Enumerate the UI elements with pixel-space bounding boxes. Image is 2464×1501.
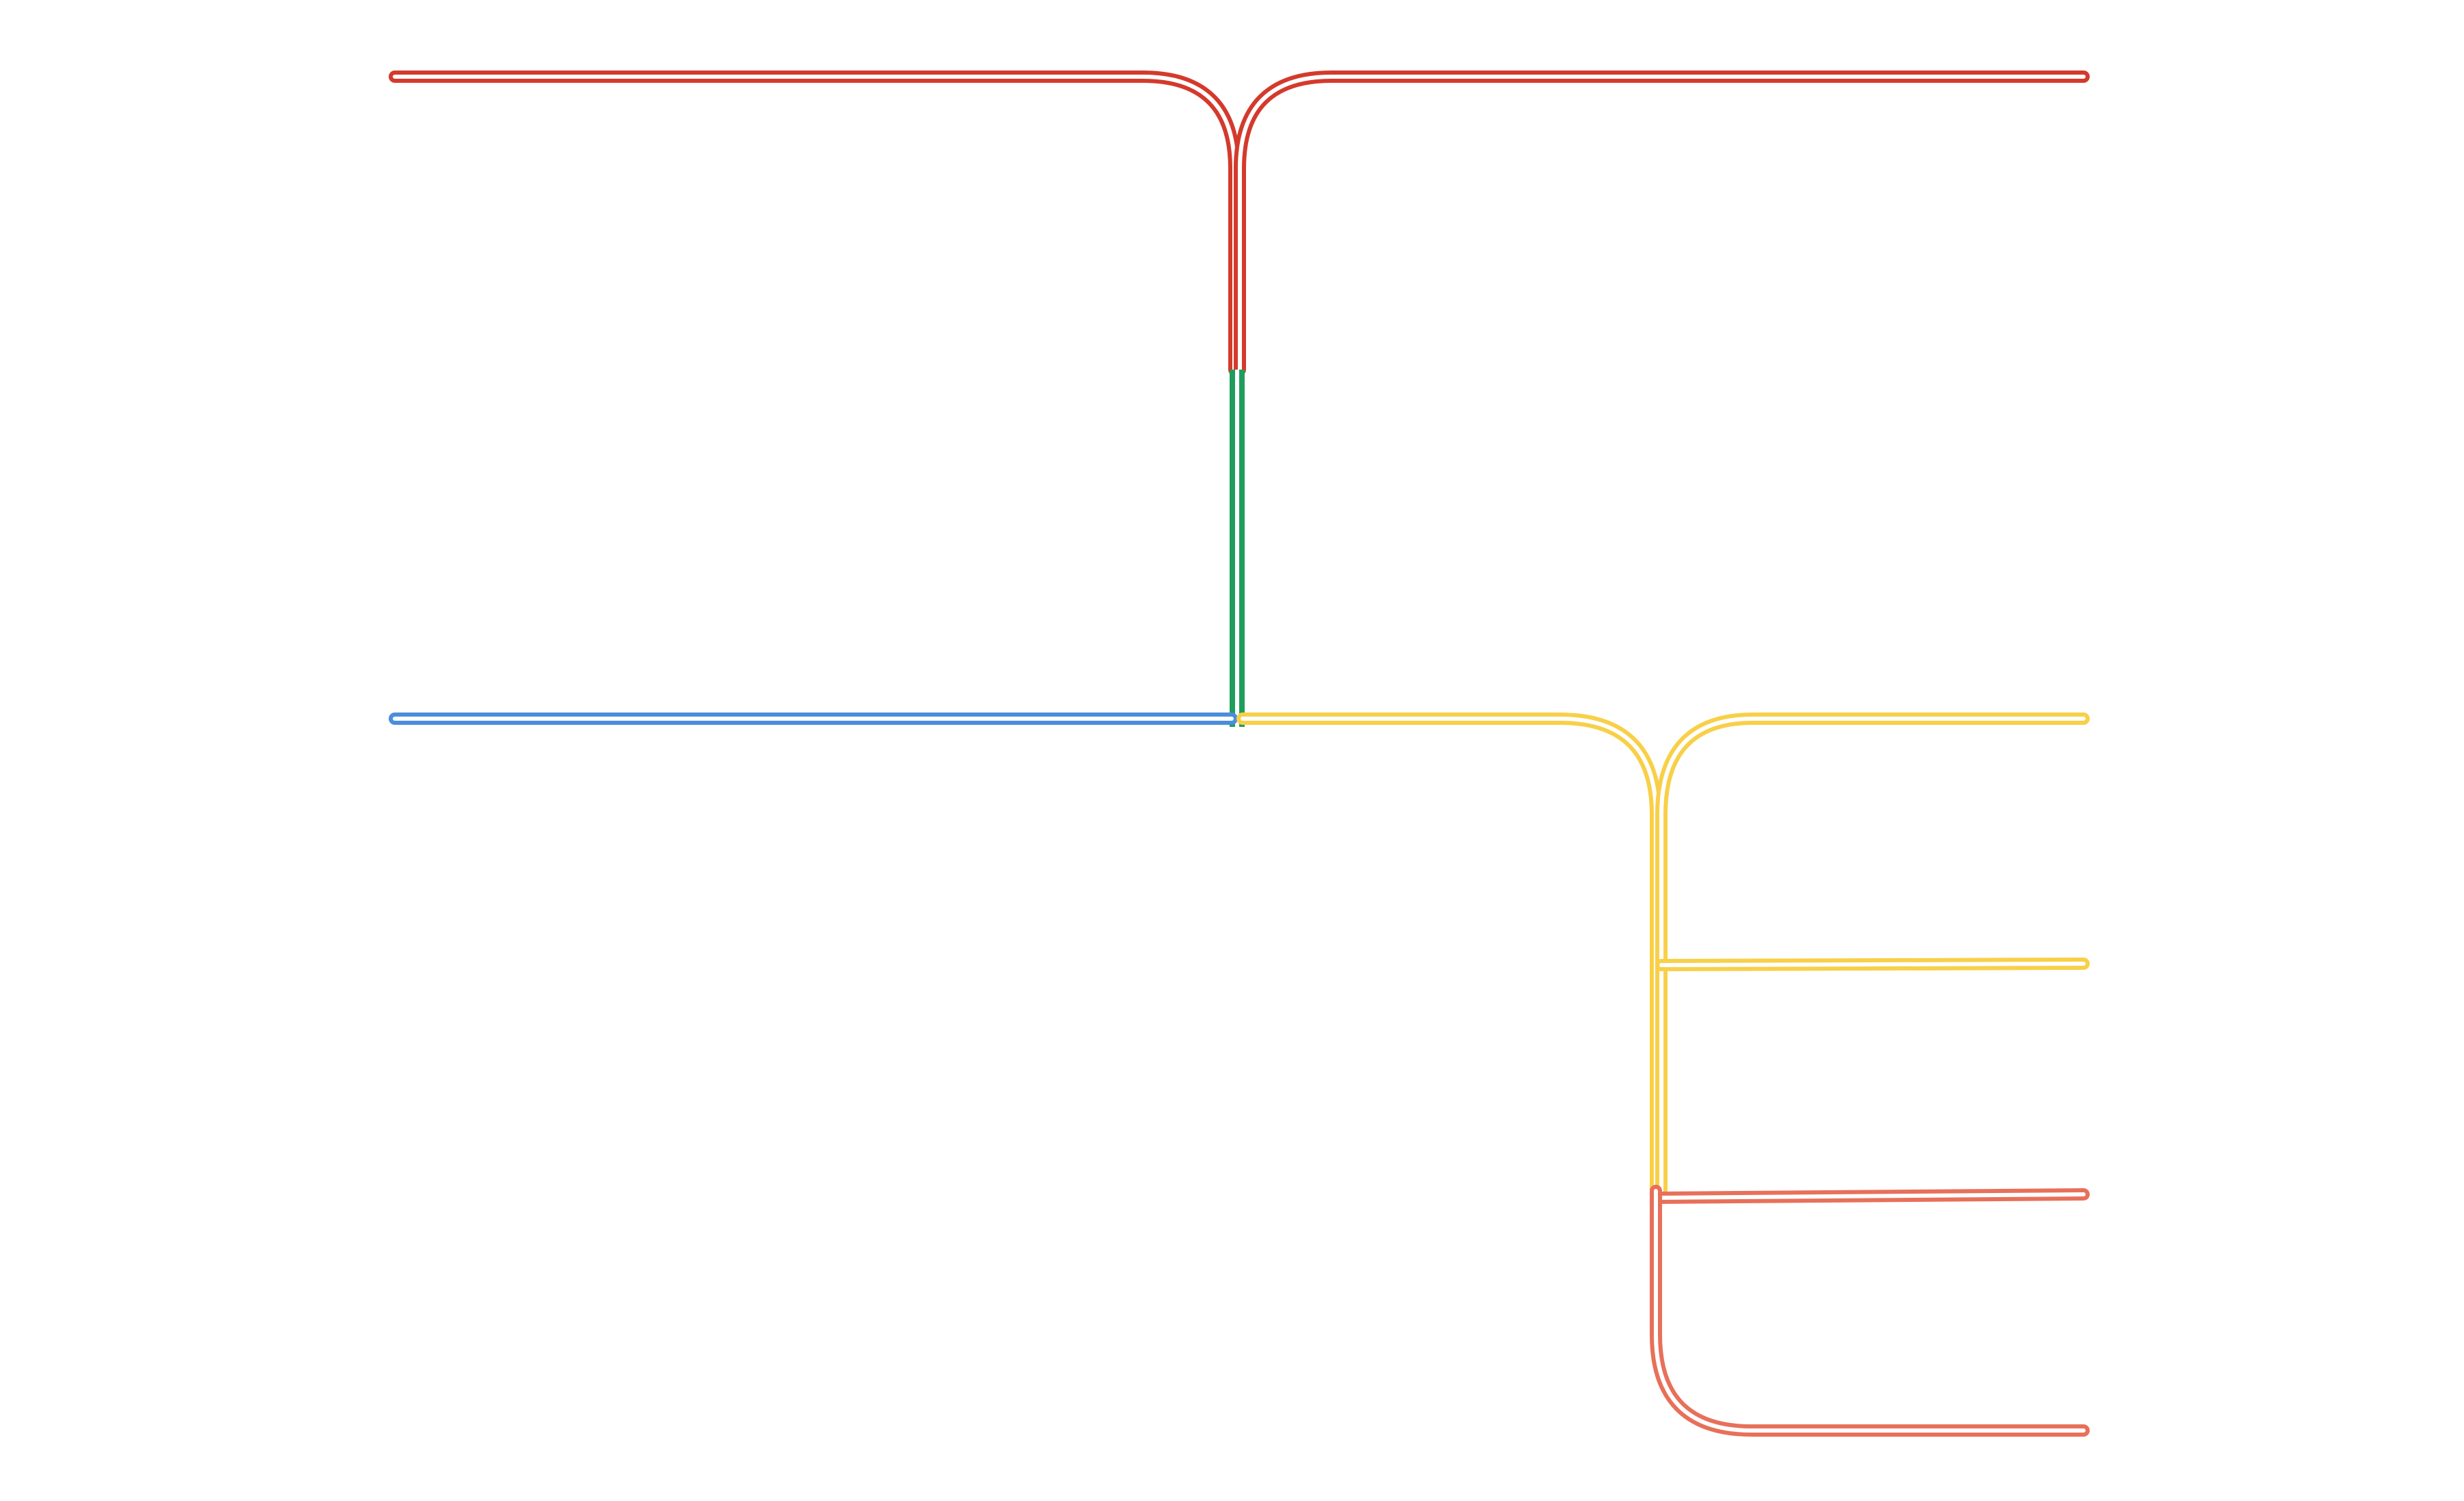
top-right-branch-inner bbox=[1238, 75, 2086, 372]
right-top-branch bbox=[1655, 713, 2090, 1197]
lower-right-branch-2-inner bbox=[1654, 1189, 2086, 1433]
top-right-branch bbox=[1234, 70, 2090, 376]
top-left-branch bbox=[389, 70, 1241, 376]
middle-right-branch bbox=[1236, 713, 1662, 1197]
lower-right-branch-2 bbox=[1650, 1185, 2090, 1437]
right-top-branch-inner bbox=[1659, 717, 2086, 1193]
lower-branch-group bbox=[1650, 1185, 2090, 1437]
top-left-branch-inner bbox=[393, 75, 1236, 372]
top-branch-group bbox=[389, 70, 2090, 376]
middle-right-branch-inner bbox=[1241, 717, 1658, 1193]
right-mid-branch-inner bbox=[1659, 962, 2086, 967]
right-branch-group bbox=[1236, 713, 2090, 1197]
